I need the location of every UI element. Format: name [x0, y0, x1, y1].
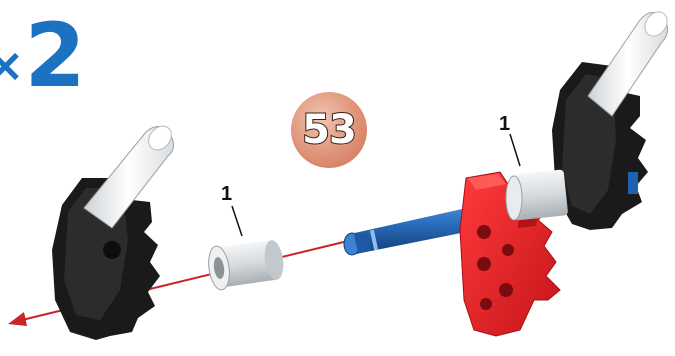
- left-spacer-callout: [232, 206, 242, 236]
- right-spacer: [506, 169, 568, 220]
- right-gear-hub: [552, 8, 672, 230]
- right-spacer-callout: [510, 134, 520, 166]
- left-spacer-count: 1: [221, 184, 232, 204]
- left-spacer: [206, 239, 286, 291]
- left-gear-hub: [52, 122, 176, 340]
- right-spacer-count: 1: [499, 114, 510, 134]
